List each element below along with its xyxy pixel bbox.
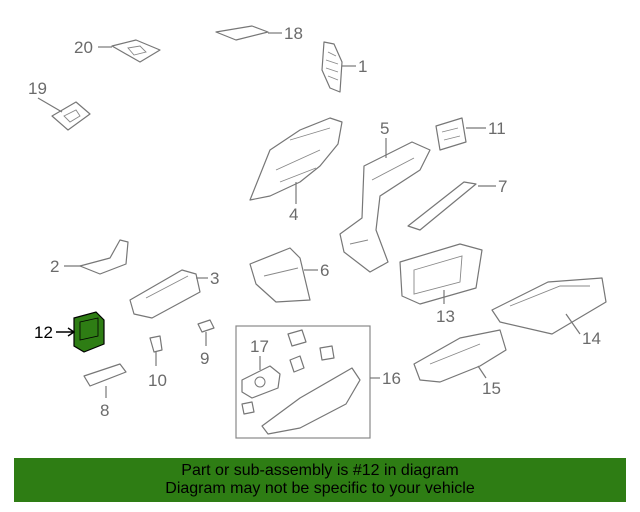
part-7[interactable] xyxy=(407,181,477,231)
callout-19: 19 xyxy=(28,79,47,98)
part-6[interactable] xyxy=(249,247,311,303)
part-8[interactable] xyxy=(83,363,127,387)
callout-16: 16 xyxy=(382,369,401,388)
part-16[interactable] xyxy=(235,325,371,439)
callout-5: 5 xyxy=(380,119,389,138)
callout-17: 17 xyxy=(250,337,269,356)
callout-20: 20 xyxy=(74,38,93,57)
part-1[interactable] xyxy=(321,41,343,93)
part-5[interactable] xyxy=(339,141,431,273)
part-15[interactable] xyxy=(413,329,507,383)
part-9[interactable] xyxy=(197,319,215,333)
part-11[interactable] xyxy=(435,117,467,151)
part-14[interactable] xyxy=(491,277,607,335)
part-18[interactable] xyxy=(215,25,269,41)
part-2[interactable] xyxy=(79,239,129,275)
parts-diagram: 20 18 1 19 11 4 5 7 xyxy=(28,24,607,439)
callout-14: 14 xyxy=(582,329,601,348)
part-3[interactable] xyxy=(129,269,201,319)
part-17[interactable] xyxy=(241,365,281,399)
callout-11: 11 xyxy=(488,119,506,138)
callout-10: 10 xyxy=(148,371,167,390)
footer-line-1: Part or sub-assembly is #12 in diagram xyxy=(181,462,459,479)
callout-8: 8 xyxy=(100,401,109,420)
part-12[interactable] xyxy=(73,311,105,353)
part-20[interactable] xyxy=(111,39,161,63)
part-19[interactable] xyxy=(51,101,91,131)
callout-6: 6 xyxy=(320,261,329,280)
callout-13: 13 xyxy=(436,307,455,326)
callout-4: 4 xyxy=(289,205,298,224)
footer-line-2: Diagram may not be specific to your vehi… xyxy=(165,480,475,497)
part-4[interactable] xyxy=(249,117,343,201)
callout-15: 15 xyxy=(482,379,501,398)
callout-7: 7 xyxy=(498,177,507,196)
footer-banner: Part or sub-assembly is #12 in diagram D… xyxy=(14,458,626,502)
callout-18: 18 xyxy=(284,24,303,43)
callout-1: 1 xyxy=(358,57,367,76)
callout-12: 12 xyxy=(34,323,53,342)
part-10[interactable] xyxy=(149,335,163,353)
callout-9: 9 xyxy=(200,349,209,368)
callout-3: 3 xyxy=(210,269,219,288)
part-13[interactable] xyxy=(399,243,483,305)
callout-2: 2 xyxy=(50,257,59,276)
